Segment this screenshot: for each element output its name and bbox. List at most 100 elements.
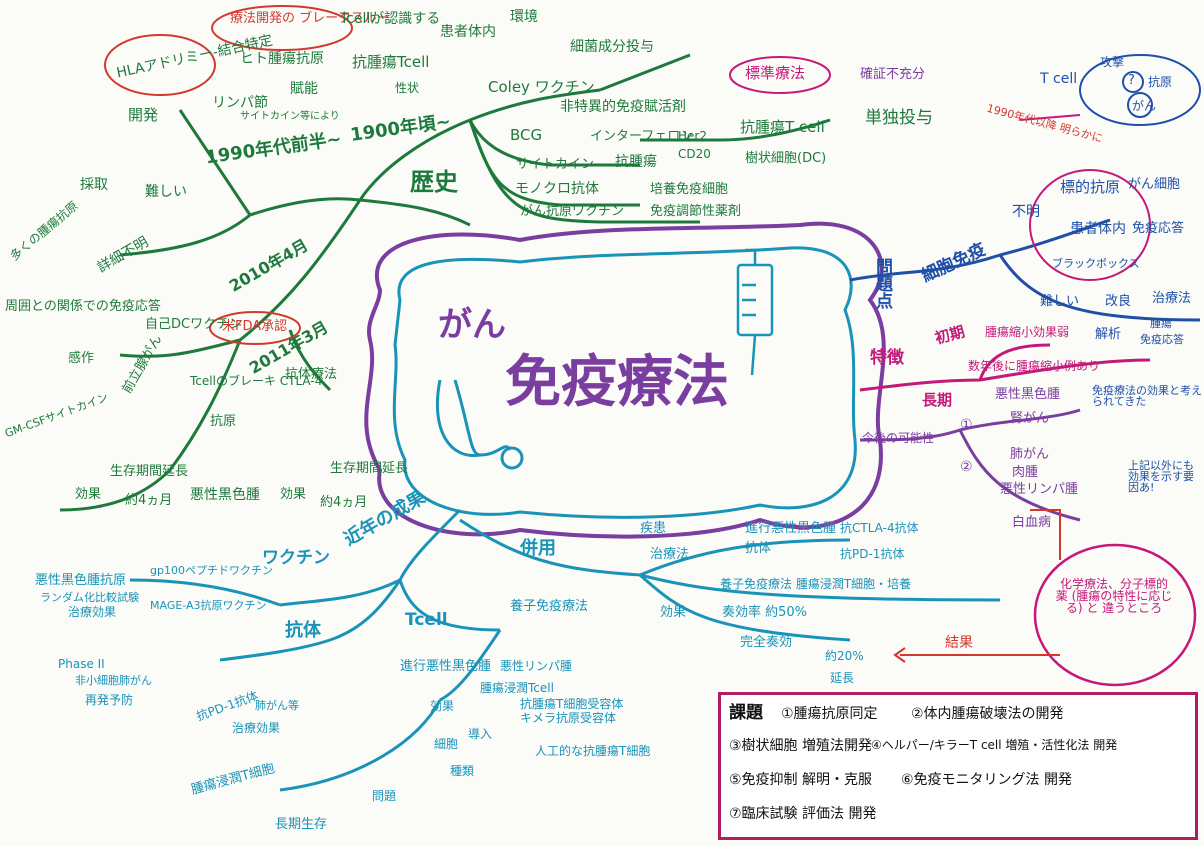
label-introduce: 導入 (468, 727, 493, 741)
label-tumor-inf: 腫瘍浸潤Tcell (480, 681, 554, 695)
label-survival2: 生存期間延長 (330, 461, 409, 476)
label-adoptive2: 養子免疫療法 腫瘍浸潤T細胞・培養 (720, 577, 912, 591)
label-long: 長期 (922, 391, 953, 409)
label-tcr: 抗腫瘍T細胞受容体 (520, 697, 624, 711)
label-antitumor-t: 抗腫瘍T cell (740, 118, 825, 136)
label-survival: 生存期間延長 (110, 464, 189, 479)
label-lymphoma: 悪性リンパ腫 (500, 659, 573, 673)
label-disease: 疾患 (640, 521, 667, 536)
label-human-antigen: ヒト腫瘍抗原 (240, 51, 324, 67)
label-cancer-cell: がん細胞 (1128, 177, 1181, 192)
label-n2: ② (960, 459, 973, 475)
feature-root: 特徴 (870, 348, 904, 368)
label-treatment: 治療効果 (68, 605, 117, 619)
bubble-hla (104, 34, 216, 96)
label-harvest: 採取 (80, 177, 108, 193)
label-immune-mod: 免疫調節性薬剤 (650, 204, 742, 219)
label-autologous-dc: 自己DCワクチン (145, 317, 243, 332)
label-lymphoma-f: 悪性リンパ腫 (1000, 482, 1079, 497)
label-cd20: CD20 (678, 147, 711, 161)
label-nsclc: 非小細胞肺がん (75, 674, 152, 687)
syringe-icon (736, 248, 774, 376)
label-difficult: 難しい (145, 184, 187, 200)
task-1: ①腫瘍抗原同定 (781, 706, 878, 722)
label-issues: 問題 (372, 789, 397, 803)
label-imm-resp: 免疫応答 (1140, 333, 1184, 346)
label-nature: 性状 (395, 81, 420, 95)
label-her2: Her2 (678, 129, 707, 143)
recent-vaccine: ワクチン (262, 548, 330, 568)
label-relapse: 再発予防 (85, 693, 134, 707)
recent-antibody: 抗体 (285, 620, 321, 641)
label-complete: 完全奏効 (740, 635, 793, 650)
recent-tcell: Tcell (405, 610, 448, 630)
branch-history-2 (358, 118, 471, 201)
q-circle-2 (1127, 92, 1153, 118)
label-cell: 細胞 (434, 737, 459, 751)
label-car: キメラ抗原受容体 (520, 711, 617, 725)
label-response: 奏効率 約50% (722, 605, 808, 620)
label-fda: 米FDA承認 (222, 319, 288, 334)
label-ctla4: 抗CTLA-4抗体 (840, 521, 919, 535)
tasks-title: 課題 (729, 703, 763, 723)
task-7: ⑦臨床試験 評価法 開発 (729, 806, 877, 822)
label-antibody: 抗原 (210, 414, 237, 429)
tasks-box: 課題 ①腫瘍抗原同定 ②体内腫瘍破壊法の開発 ③樹状細胞 増殖法開発 ④ヘルパー… (718, 692, 1198, 840)
label-single: 単独投与 (865, 108, 933, 128)
label-antitumor-therapy: 抗体療法 (285, 367, 338, 382)
label-improve: 改良 (1105, 294, 1132, 309)
label-tumor-shrink: 腫瘍縮小効果弱 (985, 325, 1070, 339)
label-attack: 攻撃 (1100, 55, 1125, 69)
label-patient-body: 患者体内 (440, 24, 496, 40)
label-f-immune: 免疫応答 (1132, 221, 1185, 236)
label-antitumor-tcell: 抗腫瘍Tcell (352, 53, 430, 71)
center-title-line1: がん (438, 305, 506, 345)
label-cytokine: サイトカイン等により (240, 111, 340, 122)
branch-1900 (469, 88, 601, 122)
label-bacteria: 細菌成分投与 (570, 39, 654, 55)
label-blackbox: ブラックボックス (1052, 257, 1140, 270)
recent-combined: 併用 (520, 538, 556, 559)
label-ab-therapy: 抗体 (745, 541, 772, 556)
label-r-effect: 効果 (430, 699, 455, 713)
label-tcell-recog: Tcellが認識する (340, 11, 441, 27)
label-mono: モノクロ抗体 (515, 181, 599, 197)
label-sensitize: 感作 (68, 351, 95, 366)
label-melanoma-ab: 悪性黒色腫抗原 (35, 573, 127, 588)
branch-problem (849, 218, 1111, 282)
label-cytokine2: サイトカイン (516, 157, 595, 172)
label-c20: 約20% (825, 649, 864, 663)
label-lymph: リンパ節 (212, 95, 268, 111)
label-cultured: 培養免疫細胞 (650, 182, 729, 197)
label-lung-cancer: 肺がん等 (255, 699, 299, 712)
label-phase: Phase II (58, 657, 105, 671)
label-r-effect2: 効果 (660, 605, 687, 620)
label-lung: 肺がん (1010, 447, 1050, 462)
label-current: 今後の可能性 (862, 431, 935, 445)
label-kidney: 腎がん (1010, 411, 1050, 426)
center-outline-purple (364, 221, 886, 539)
label-f-tumor: 腫瘍 (1150, 317, 1172, 330)
label-coley: Coley ワクチン (488, 78, 595, 96)
task-3: ③樹状細胞 増殖法開発 (729, 738, 873, 754)
label-peptide-vac: gp100ペプチドワクチン (150, 564, 273, 577)
label-standard: 標準療法 (745, 64, 806, 82)
label-leukemia: 白血病 (1012, 515, 1052, 530)
label-unknown: 不明 (1012, 204, 1040, 220)
bubble-fda (209, 311, 301, 345)
label-chemo: 化学療法、分子標的薬 (腫瘍の特性に応じる) と 違うところ (1055, 577, 1173, 615)
label-compare: 免疫療法の効果と考えられてきた (1092, 384, 1202, 408)
label-artificial: 人工的な抗腫瘍T細胞 (535, 744, 651, 758)
label-unproven: 確証不充分 (860, 67, 926, 82)
branch-feature (859, 358, 1151, 392)
label-random: ランダム化比較試験 (40, 591, 139, 604)
label-adv-melanoma: 進行悪性黒色腫 (745, 521, 837, 536)
label-specific-ag: 標的抗原 (1060, 178, 1121, 196)
stethoscope-icon (435, 379, 524, 470)
label-effect: 効果 (75, 487, 102, 502)
label-dev: 開発 (128, 106, 159, 124)
label-f-difficult: 難しい (1040, 294, 1080, 309)
label-f-therapy: 治療法 (1152, 291, 1192, 306)
history-root: 歴史 (410, 168, 458, 196)
